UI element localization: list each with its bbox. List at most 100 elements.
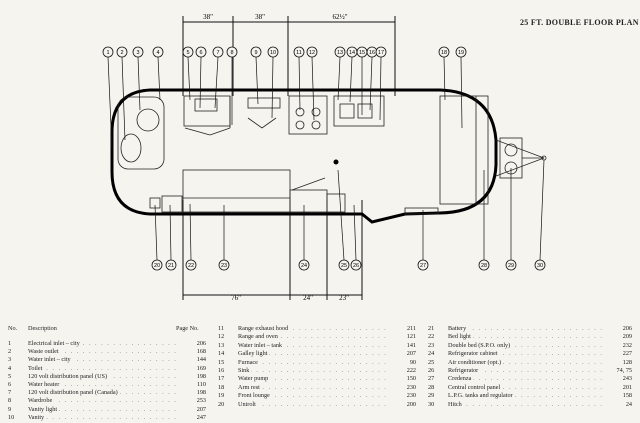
callout-leader-line bbox=[169, 204, 172, 261]
legend-item-page: 121 bbox=[392, 333, 416, 342]
legend-item-number: 14 bbox=[218, 350, 225, 358]
sink-counter bbox=[333, 95, 385, 127]
legend-leader-dots: . . . . . . . . . . . . . . . . . . . . … bbox=[238, 358, 388, 366]
dimension-label: 76" bbox=[231, 294, 241, 302]
callout-leader-line bbox=[379, 56, 382, 121]
legend-leader-dots: . . . . . . . . . . . . . . . . . . . . … bbox=[238, 350, 388, 358]
trailer-outline bbox=[110, 88, 498, 224]
legend-item-description: L.P.G. tanks and regulator bbox=[448, 392, 515, 401]
legend-leader-dots: . . . . . . . . . . . . . . . . . . . . … bbox=[28, 356, 178, 364]
legend-item-number: 3 bbox=[8, 356, 12, 364]
legend-header-description: Description bbox=[28, 325, 57, 332]
legend-item-number: 15 bbox=[218, 358, 225, 366]
callout-number: 9 bbox=[254, 50, 257, 56]
callout-balloon bbox=[132, 46, 144, 58]
legend-leader-dots: . . . . . . . . . . . . . . . . . . . . … bbox=[238, 341, 388, 349]
legend-item-number: 26 bbox=[428, 367, 435, 374]
legend-item-description: Galley light bbox=[238, 350, 270, 359]
callout-balloon bbox=[350, 259, 362, 271]
callout-number: 24 bbox=[301, 263, 307, 269]
legend-item-number: 29 bbox=[428, 392, 435, 400]
legend-item-description: Air conditioner (opt.) bbox=[448, 358, 504, 367]
callout-balloon bbox=[455, 46, 467, 58]
legend-item-number: 24 bbox=[428, 350, 435, 358]
callout-number: 12 bbox=[309, 50, 315, 56]
legend-item-page: 24 bbox=[608, 400, 632, 409]
callout-balloon bbox=[195, 46, 207, 58]
callout-number: 8 bbox=[230, 50, 233, 56]
callout-leader-line bbox=[337, 169, 345, 261]
legend-item-description: Vanity bbox=[28, 413, 47, 422]
callout-leader-line bbox=[107, 56, 113, 151]
legend-item-number: 11 bbox=[218, 325, 224, 332]
legend-item-page: 211 bbox=[392, 325, 416, 334]
legend-item-page: 206 bbox=[608, 325, 632, 334]
callout-leader-line bbox=[311, 56, 315, 121]
legend-item-number: 18 bbox=[218, 383, 225, 391]
callout-balloon bbox=[293, 46, 305, 58]
legend-item-description: 120 volt distribution panel (US) bbox=[28, 372, 110, 381]
callout-number: 19 bbox=[458, 50, 464, 56]
callout-number: 29 bbox=[508, 263, 514, 269]
legend-item-description: Furnace bbox=[238, 358, 260, 367]
legend-leader-dots: . . . . . . . . . . . . . . . . . . . . … bbox=[448, 367, 604, 374]
legend-item-page: 90 bbox=[392, 358, 416, 367]
legend-item-description: Water heater bbox=[28, 381, 62, 390]
callout-balloon bbox=[438, 46, 450, 58]
legend-item-page: 253 bbox=[182, 397, 206, 406]
legend-item-number: 19 bbox=[218, 392, 225, 400]
callout-number: 13 bbox=[337, 50, 343, 56]
callout-balloon bbox=[226, 46, 238, 58]
legend-item-page: 227 bbox=[608, 350, 632, 359]
callout-leader-line bbox=[157, 56, 161, 101]
callout-number: 25 bbox=[341, 263, 347, 269]
callout-balloon bbox=[298, 259, 310, 271]
callout-leader-line bbox=[298, 56, 301, 111]
legend-item-description: Refrigerator cabinet bbox=[448, 350, 500, 359]
legend-item-description: Waste outlet bbox=[28, 348, 61, 357]
legend-item-number: 2 bbox=[8, 348, 12, 356]
legend-item-description: Front lounge bbox=[238, 392, 272, 401]
legend-item-page: 198 bbox=[182, 389, 206, 398]
callout-balloon bbox=[182, 46, 194, 58]
legend-leader-dots: . . . . . . . . . . . . . . . . . . . . … bbox=[238, 400, 388, 408]
legend-item-description: Refrigerator bbox=[448, 367, 481, 376]
legend-item-description: Vanity light bbox=[28, 405, 60, 414]
legend-leader-dots: . . . . . . . . . . . . . . . . . . . . … bbox=[448, 325, 604, 332]
toilet-symbol bbox=[136, 108, 160, 132]
legend-item-number: 13 bbox=[218, 341, 225, 349]
dimension-label: 38" bbox=[203, 13, 213, 21]
callout-leader-line bbox=[189, 203, 192, 261]
callout-balloon bbox=[165, 259, 177, 271]
legend-item-number: 10 bbox=[8, 413, 15, 421]
callout-number: 1 bbox=[106, 50, 109, 56]
callout-balloon bbox=[250, 46, 262, 58]
legend-item-number: 30 bbox=[428, 400, 435, 408]
legend-leader-dots: . . . . . . . . . . . . . . . . . . . . … bbox=[28, 381, 178, 388]
legend-item-description: Unirolt bbox=[238, 400, 258, 409]
legend-item-description: Central control panel bbox=[448, 383, 503, 392]
legend-leader-dots: . . . . . . . . . . . . . . . . . . . . … bbox=[448, 333, 604, 341]
legend-leader-dots: . . . . . . . . . . . . . . . . . . . . … bbox=[238, 333, 388, 341]
legend-item-description: Bed light bbox=[448, 333, 473, 342]
legend-item-number: 25 bbox=[428, 358, 435, 366]
legend-item-description: 120 volt distribution panel (Canada) bbox=[28, 389, 120, 398]
sink-symbol bbox=[339, 103, 355, 119]
callout-balloon bbox=[102, 46, 114, 58]
legend-item-number: 17 bbox=[218, 375, 225, 383]
refrigerator-cabinet bbox=[289, 189, 328, 213]
callout-number: 15 bbox=[359, 50, 365, 56]
callout-number: 28 bbox=[481, 263, 487, 269]
legend-item-description: Toilet bbox=[28, 364, 45, 373]
callout-balloon bbox=[152, 46, 164, 58]
vanity-light-symbol bbox=[247, 97, 281, 109]
legend-item-description: Arm rest bbox=[238, 383, 262, 392]
legend-item-number: 20 bbox=[218, 400, 225, 408]
callout-number: 2 bbox=[120, 50, 123, 56]
legend-leader-dots: . . . . . . . . . . . . . . . . . . . . … bbox=[238, 325, 388, 332]
legend-item-number: 6 bbox=[8, 381, 12, 388]
legend-item-description: Water inlet – city bbox=[28, 356, 73, 365]
callout-balloon bbox=[417, 259, 429, 271]
callout-number: 3 bbox=[136, 50, 139, 56]
legend-item-page: 158 bbox=[608, 392, 632, 401]
